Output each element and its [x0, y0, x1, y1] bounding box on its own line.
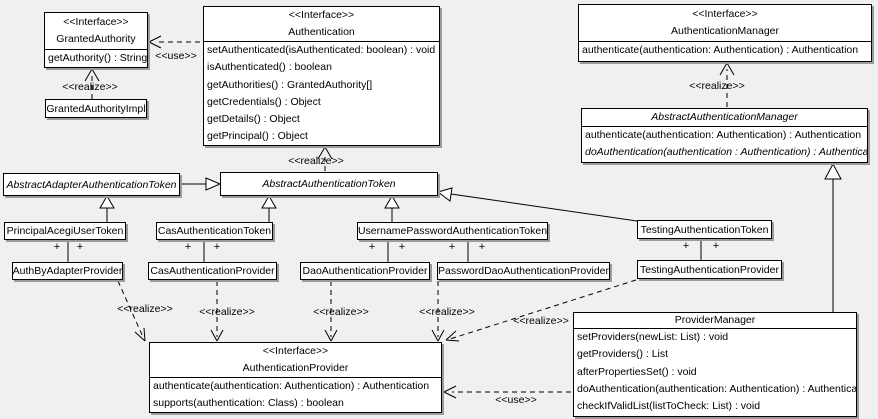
class-abstract-authentication-manager[interactable]: AbstractAuthenticationManager authentica…: [581, 108, 868, 163]
class-principal-acegi-user-token[interactable]: PrincipalAcegiUserToken: [4, 222, 126, 240]
method-label: isAuthenticated() : boolean: [207, 61, 332, 74]
stereotype-label: <<Interface>>: [288, 9, 355, 21]
association-end-label: +: [368, 241, 376, 253]
association-end-label: +: [184, 241, 192, 253]
generalization-arrowhead-icon: [99, 195, 115, 209]
class-name: AuthenticationManager: [671, 25, 779, 37]
method-label: authenticate(authentication: Authenticat…: [585, 129, 862, 141]
generalization-arrowhead-icon: [205, 177, 222, 191]
stereotype-label: <<Interface>>: [63, 16, 129, 28]
class-authentication-provider[interactable]: <<Interface>> AuthenticationProvider aut…: [149, 342, 442, 413]
class-name: AuthByAdapterProvider: [12, 265, 123, 277]
method-label: setAuthenticated(isAuthenticated: boolea…: [207, 44, 436, 56]
realize-label: <<realize>>: [288, 155, 344, 167]
realize-label: <<realize>>: [513, 315, 569, 327]
class-name: CasAuthenticationToken: [157, 225, 272, 237]
class-name: GrantedAuthorityImpl: [46, 102, 146, 115]
class-abstract-authentication-token[interactable]: AbstractAuthenticationToken: [220, 172, 438, 196]
realize-label: <<realize>>: [419, 306, 475, 318]
open-arrowhead-icon: [148, 35, 162, 49]
class-name: CasAuthenticationProvider: [150, 265, 275, 277]
open-arrowhead-icon: [134, 327, 146, 342]
class-provider-manager[interactable]: ProviderManager setProviders(newList: Li…: [573, 312, 857, 417]
association-end-label: +: [448, 241, 456, 253]
association-end-label: +: [682, 240, 690, 252]
method-label: getPrincipal() : Object: [207, 130, 308, 143]
association-end-label: +: [213, 241, 221, 253]
realize-edge-authbyadapter-provider: [117, 280, 144, 338]
realize-edge-testingprovider-provider: [449, 279, 637, 340]
open-arrowhead-icon: [431, 329, 445, 342]
class-name: AuthenticationProvider: [242, 362, 349, 374]
class-name: AbstractAdapterAuthenticationToken: [6, 178, 177, 191]
method-label: afterPropertiesSet() : void: [577, 365, 697, 378]
association-end-label: +: [53, 241, 61, 253]
use-label: <<use>>: [495, 394, 537, 406]
open-arrowhead-icon: [719, 62, 735, 76]
class-name: TestingAuthenticationToken: [640, 223, 769, 236]
class-dao-authentication-provider[interactable]: DaoAuthenticationProvider: [300, 262, 430, 280]
realize-label: <<realize>>: [117, 303, 173, 315]
class-authentication-manager[interactable]: <<Interface>> AuthenticationManager auth…: [578, 4, 872, 62]
class-name: AbstractAuthenticationManager: [651, 111, 798, 123]
realize-label: <<realize>>: [689, 80, 745, 92]
class-abstract-adapter-authentication-token[interactable]: AbstractAdapterAuthenticationToken: [3, 173, 180, 196]
method-label: getAuthorities() : GrantedAuthority[]: [207, 78, 373, 91]
class-granted-authority-impl[interactable]: GrantedAuthorityImpl: [45, 99, 147, 118]
method-label: authenticate(authentication: Authenticat…: [582, 44, 859, 56]
generalization-arrowhead-icon: [824, 162, 842, 180]
method-label: getProviders() : List: [577, 348, 669, 361]
class-name: PasswordDaoAuthenticationProvider: [438, 265, 610, 277]
method-label: getDetails() : Object: [207, 113, 300, 126]
generalization-arrowhead-icon: [384, 195, 400, 209]
class-cas-authentication-provider[interactable]: CasAuthenticationProvider: [148, 262, 277, 280]
class-name: Authentication: [288, 26, 355, 38]
open-arrowhead-icon: [84, 68, 100, 82]
association-end-label: +: [478, 241, 486, 253]
method-label: setProviders(newList: List) : void: [577, 331, 729, 343]
realize-label: <<realize>>: [62, 81, 118, 93]
class-name: PrincipalAcegiUserToken: [6, 225, 124, 237]
stereotype-label: <<Interface>>: [692, 8, 758, 20]
class-granted-authority[interactable]: <<Interface>> GrantedAuthority getAuthor…: [44, 12, 148, 68]
class-name: TestingAuthenticationProvider: [640, 263, 779, 276]
method-label: authenticate(authentication: Authenticat…: [153, 380, 430, 392]
class-name: AbstractAuthenticationToken: [262, 178, 396, 190]
method-label: doAuthentication(authentication : Authen…: [585, 146, 868, 159]
class-testing-authentication-token[interactable]: TestingAuthenticationToken: [637, 220, 772, 239]
class-name: ProviderManager: [674, 314, 756, 326]
open-arrowhead-icon: [317, 146, 333, 160]
association-end-label: +: [398, 241, 406, 253]
method-label: checkIfValidList(listToCheck: List) : vo…: [577, 400, 761, 413]
generalization-arrowhead-icon: [436, 187, 453, 202]
generalization-testingtoken-to-abstracttoken: [450, 193, 638, 222]
class-password-dao-authentication-provider[interactable]: PasswordDaoAuthenticationProvider: [437, 262, 610, 280]
class-name: DaoAuthenticationProvider: [302, 265, 428, 277]
realize-label: <<realize>>: [313, 306, 369, 318]
method-label: doAuthentication(authentication: Authent…: [577, 382, 857, 395]
open-arrowhead-icon: [324, 329, 338, 342]
open-arrowhead-icon: [443, 385, 457, 399]
stereotype-label: <<Interface>>: [262, 345, 329, 357]
class-username-password-authentication-token[interactable]: UsernamePasswordAuthenticationToken: [357, 222, 548, 240]
class-auth-by-adapter-provider[interactable]: AuthByAdapterProvider: [12, 262, 123, 280]
class-name: UsernamePasswordAuthenticationToken: [357, 225, 548, 237]
association-end-label: +: [712, 240, 720, 252]
class-cas-authentication-token[interactable]: CasAuthenticationToken: [156, 222, 273, 240]
class-authentication[interactable]: <<Interface>> Authentication setAuthenti…: [203, 6, 440, 146]
method-label: getAuthority() : String: [48, 52, 148, 64]
method-label: getCredentials() : Object: [207, 95, 321, 108]
open-arrowhead-icon: [210, 329, 224, 342]
class-testing-authentication-provider[interactable]: TestingAuthenticationProvider: [637, 260, 782, 279]
class-name: GrantedAuthority: [56, 33, 136, 45]
use-label: <<use>>: [155, 50, 197, 62]
realize-label: <<realize>>: [199, 306, 255, 318]
association-end-label: +: [76, 241, 84, 253]
method-label: supports(authentication: Class) : boolea…: [153, 397, 344, 410]
open-arrowhead-icon: [445, 330, 460, 342]
generalization-arrowhead-icon: [261, 195, 277, 209]
